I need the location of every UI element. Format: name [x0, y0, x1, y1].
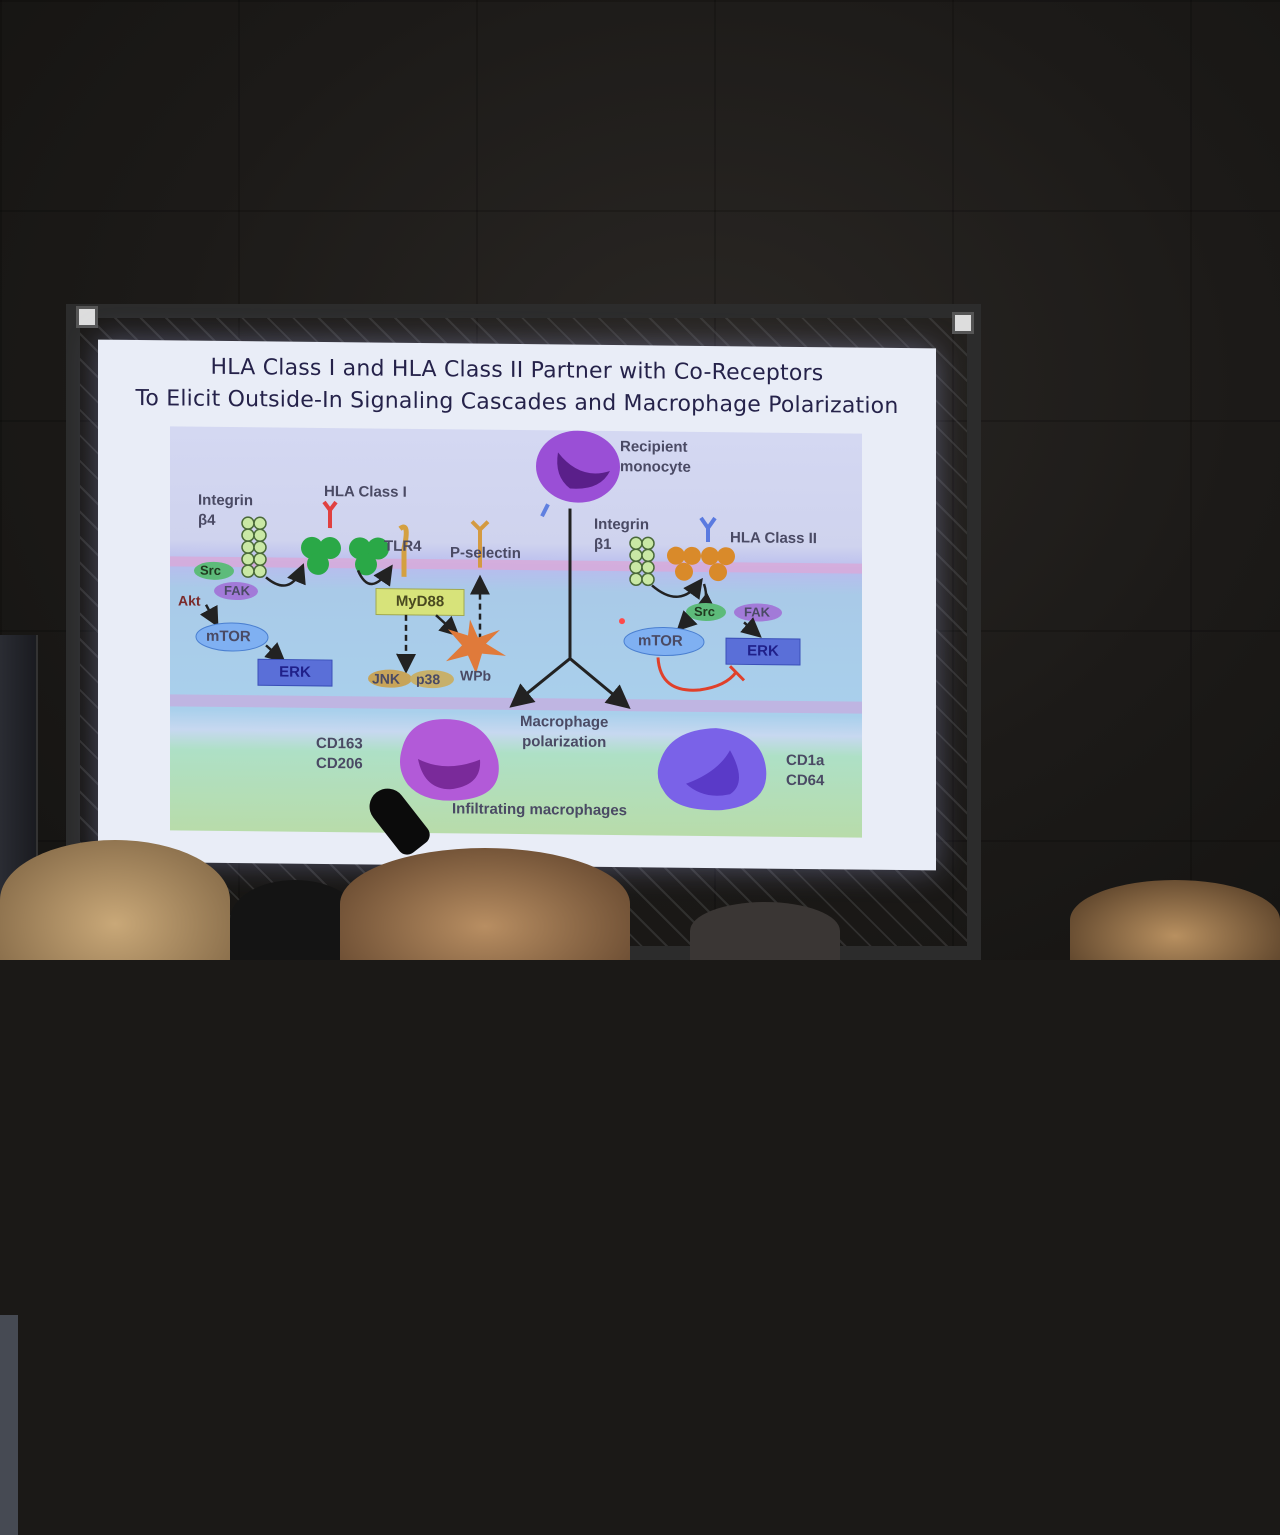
audience-head [690, 902, 840, 960]
fak-oval-left [214, 582, 258, 601]
arrow-fak-to-erk-right [740, 617, 762, 638]
slide-title-line-2: To Elicit Outside-In Signaling Cascades … [135, 386, 899, 419]
tlr4-label: TLR4 [384, 537, 422, 555]
p38-pill [410, 670, 454, 689]
monocyte-receptor [540, 503, 550, 518]
audience-head [340, 848, 630, 960]
fak-label-right: FAK [744, 604, 770, 620]
signaling-diagram: Recipient monocyte Integrin β4 HLA Class… [170, 426, 862, 838]
integrin-b4-chain [241, 516, 267, 579]
mtor-oval-right [623, 627, 705, 657]
recipient-label-line-2: monocyte [620, 458, 691, 476]
hla-class-1-receptors [301, 536, 389, 576]
macrophage-left-nucleus [418, 758, 481, 790]
projection-screen: HLA Class I and HLA Class II Partner wit… [98, 339, 936, 871]
hla-class-2-label: HLA Class II [730, 529, 817, 548]
tlr4-receptor [398, 524, 409, 577]
arrow-to-right-macrophage [569, 657, 631, 709]
inhibition-arc [656, 657, 738, 692]
markers-right: CD1a CD64 [786, 751, 824, 791]
arrow-to-left-macrophage [509, 657, 571, 708]
integrin-b1-label: Integrin β1 [594, 515, 649, 556]
macrophage-polarization-line-1: Macrophage [520, 713, 609, 731]
diagram-graphics [170, 430, 862, 811]
marker-cd163: CD163 [316, 734, 363, 753]
erk-box-right [725, 637, 801, 666]
arrow-integrin-to-hla1 [265, 563, 306, 587]
truss-bolt [952, 312, 974, 334]
marker-cd206: CD206 [316, 754, 363, 773]
jnk-pill [368, 669, 412, 688]
audience-head [230, 880, 360, 960]
recipient-label-line-1: Recipient [620, 438, 688, 456]
marker-cd64: CD64 [786, 771, 825, 790]
truss-bolt [76, 306, 98, 328]
src-label-left: Src [200, 562, 221, 578]
integrin-b4-label-line-2: β4 [198, 511, 216, 529]
p-selectin-receptor [470, 520, 490, 568]
recipient-monocyte-cell [536, 430, 620, 503]
arrow-integrin-b1-to-hla2 [651, 577, 703, 600]
wpb-star [446, 619, 506, 674]
p38-label: p38 [416, 670, 441, 688]
hla-class-1-antibody [322, 500, 338, 529]
recipient-label: Recipient monocyte [620, 437, 691, 478]
arrow-hla1-to-tlr4 [356, 564, 393, 587]
wpb-label: WPb [460, 667, 492, 684]
akt-label: Akt [178, 592, 201, 609]
integrin-b4-label: Integrin β4 [198, 491, 253, 532]
macrophage-polarization-label: Macrophage polarization [520, 712, 608, 753]
arrow-myd88-to-wpb [435, 614, 460, 637]
slide-title-line-1: HLA Class I and HLA Class II Partner wit… [210, 354, 824, 387]
mtor-label-left: mTOR [206, 627, 251, 646]
myd88-box [375, 588, 465, 616]
fak-oval-right [734, 603, 782, 622]
infiltrating-label: Infiltrating macrophages [452, 800, 628, 820]
integrin-b1-label-line-1: Integrin [594, 515, 649, 534]
monocyte-nucleus [557, 452, 610, 489]
src-oval-left [194, 561, 234, 580]
integrin-b4-label-line-1: Integrin [198, 491, 253, 510]
macrophage-polarization-line-2: polarization [522, 733, 607, 751]
erk-label-right: ERK [747, 642, 779, 660]
hla-class-1-label: HLA Class I [324, 482, 407, 501]
arrow-akt-to-mtor [199, 604, 219, 628]
macrophage-right-nucleus [686, 750, 739, 796]
mtor-oval-left [195, 622, 269, 652]
hla-class-2-receptors [667, 546, 735, 582]
arrow-src-to-mtor-right [676, 610, 698, 632]
macrophage-left-cell [400, 719, 499, 801]
arrow-mtor-to-erk-left [264, 642, 286, 663]
side-banner-edge [0, 1315, 18, 1535]
audience-head [0, 840, 230, 960]
audience-head [1070, 880, 1280, 960]
inhibition-bar [728, 665, 746, 682]
erk-box-left [257, 658, 333, 687]
mtor-label-right: mTOR [638, 632, 683, 650]
laser-pointer-dot [619, 618, 625, 625]
marker-cd1a: CD1a [786, 751, 825, 770]
myd88-label: MyD88 [395, 592, 445, 611]
p-selectin-label: P-selectin [450, 544, 521, 563]
fak-label-left: FAK [224, 582, 250, 599]
macrophage-right-cell [657, 728, 767, 811]
integrin-b1-label-line-2: β1 [594, 535, 612, 553]
erk-label-left: ERK [279, 663, 311, 681]
hla-class-2-antibody [699, 516, 717, 543]
markers-left: CD163 CD206 [316, 734, 363, 774]
src-label-right: Src [694, 603, 715, 620]
jnk-label: JNK [372, 670, 401, 687]
integrin-b1-chain [629, 536, 655, 587]
